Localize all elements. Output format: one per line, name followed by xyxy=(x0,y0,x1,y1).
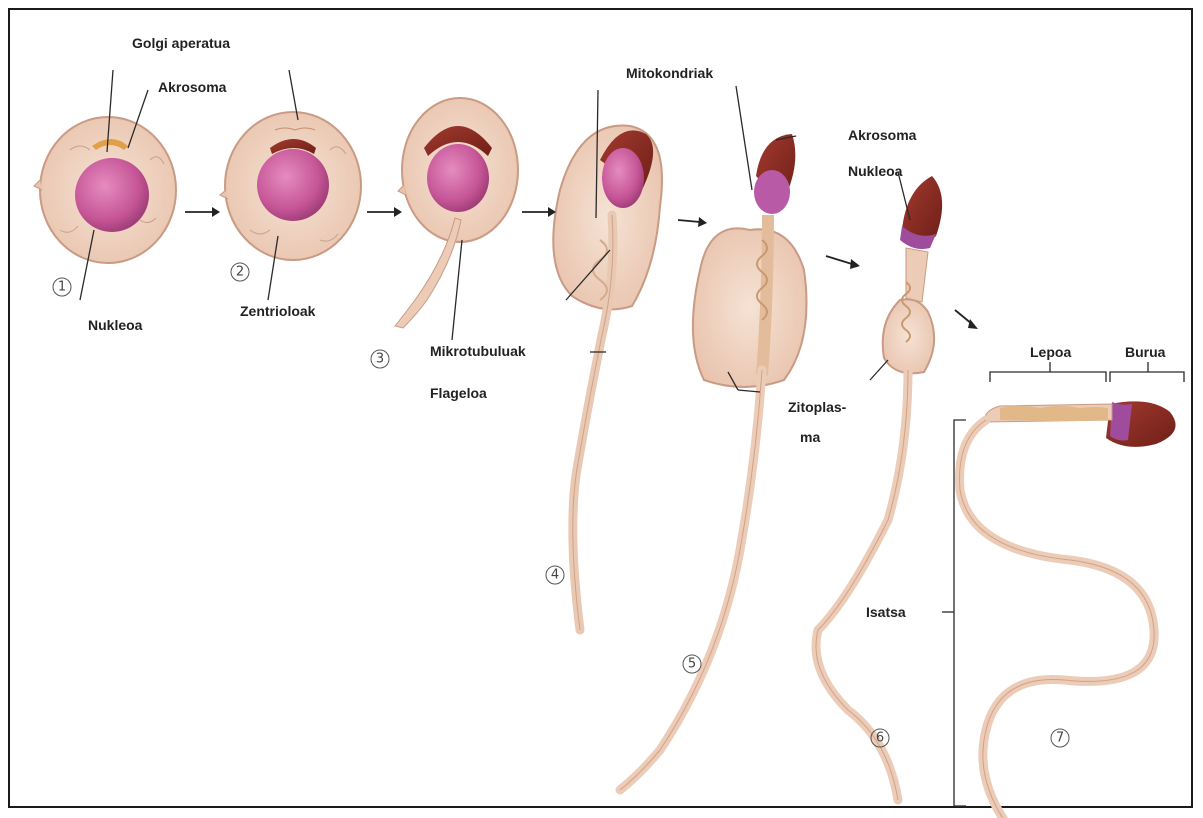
stage-number-4: 4 xyxy=(546,566,564,584)
label-mitokondriak: Mitokondriak xyxy=(626,65,713,81)
svg-text:3: 3 xyxy=(376,352,384,367)
label-lepoa: Lepoa xyxy=(1030,344,1071,360)
stage-number-3: 3 xyxy=(371,350,389,368)
arrow-2-3 xyxy=(367,207,402,217)
arrow-6-7 xyxy=(955,310,978,329)
bracket-lepoa xyxy=(990,362,1106,382)
label-zitoplasma-line2: ma xyxy=(800,429,820,445)
label-flageloa: Flageloa xyxy=(430,385,487,401)
svg-text:2: 2 xyxy=(236,265,244,280)
bracket-burua xyxy=(1110,362,1184,382)
stage-number-2: 2 xyxy=(231,263,249,281)
label-burua: Burua xyxy=(1125,344,1166,360)
stage-number-7: 7 xyxy=(1051,729,1069,747)
stage-6-cell xyxy=(816,176,942,800)
arrow-1-2 xyxy=(185,207,220,217)
stage-number-5: 5 xyxy=(683,655,701,673)
stage-4-cell xyxy=(553,126,662,630)
label-nukleoa-stage5: Nukleoa xyxy=(848,163,903,179)
stage-7-cell xyxy=(960,401,1176,818)
svg-text:6: 6 xyxy=(876,731,884,746)
label-isatsa: Isatsa xyxy=(866,604,906,620)
label-nukleoa-stage1: Nukleoa xyxy=(88,317,143,333)
svg-text:1: 1 xyxy=(58,280,66,295)
stage-2-cell xyxy=(220,112,361,260)
svg-text:5: 5 xyxy=(688,657,696,672)
label-zentrioloak: Zentrioloak xyxy=(240,303,316,319)
label-akrosoma-stage1: Akrosoma xyxy=(158,79,227,95)
svg-text:7: 7 xyxy=(1056,731,1064,746)
label-zitoplasma-line1: Zitoplas- xyxy=(788,399,847,415)
arrow-4-5 xyxy=(678,217,707,227)
labels: Golgi aperatua Akrosoma Nukleoa Zentriol… xyxy=(88,35,1166,620)
svg-text:4: 4 xyxy=(551,568,559,583)
arrow-3-4 xyxy=(522,207,556,217)
label-akrosoma-stage5: Akrosoma xyxy=(848,127,917,143)
stage-1-cell xyxy=(34,117,176,263)
label-mikrotubuluak: Mikrotubuluak xyxy=(430,343,526,359)
arrow-5-6 xyxy=(826,256,860,269)
stage-number-1: 1 xyxy=(53,278,71,296)
label-golgi-aperatua: Golgi aperatua xyxy=(132,35,230,51)
